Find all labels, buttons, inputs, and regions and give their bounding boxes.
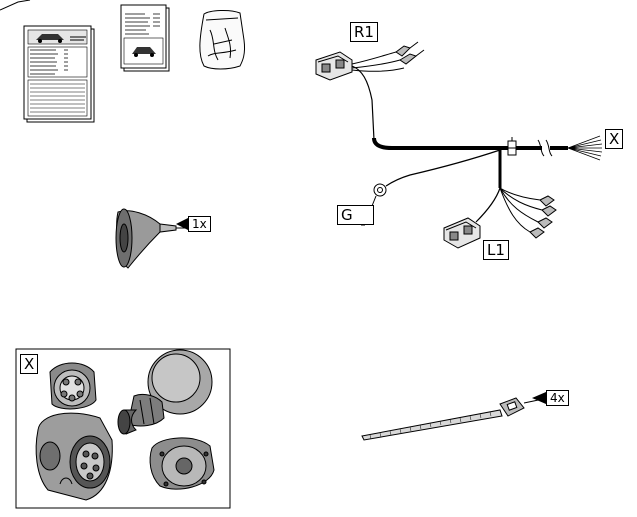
socket-seal	[149, 437, 215, 490]
wire-ends-x	[567, 135, 603, 161]
r1-terminals	[395, 41, 425, 65]
l1-terminals	[529, 195, 557, 239]
connector-r1	[315, 51, 353, 81]
vehicle-leaflet	[120, 4, 170, 72]
connector-l1	[443, 217, 481, 249]
label-r1: R1	[350, 22, 378, 42]
grommet-quantity: 1x	[188, 216, 211, 232]
corner-fragment	[0, 0, 31, 11]
parts-bag	[199, 10, 245, 70]
tie-qty-pointer	[532, 392, 546, 404]
label-x-socket: X	[20, 354, 39, 374]
cable-tie-quantity: 4x	[546, 390, 569, 406]
label-ground: G	[337, 205, 374, 225]
instruction-manual	[23, 25, 95, 123]
trailer-socket	[35, 362, 113, 501]
cable-tie	[361, 397, 549, 441]
label-l1: L1	[483, 240, 509, 260]
grommet	[115, 208, 186, 269]
socket-rear-cover	[117, 349, 213, 435]
wiring-harness	[315, 41, 603, 249]
grommet-qty-pointer	[176, 218, 188, 230]
label-x-wire: X	[605, 129, 624, 149]
